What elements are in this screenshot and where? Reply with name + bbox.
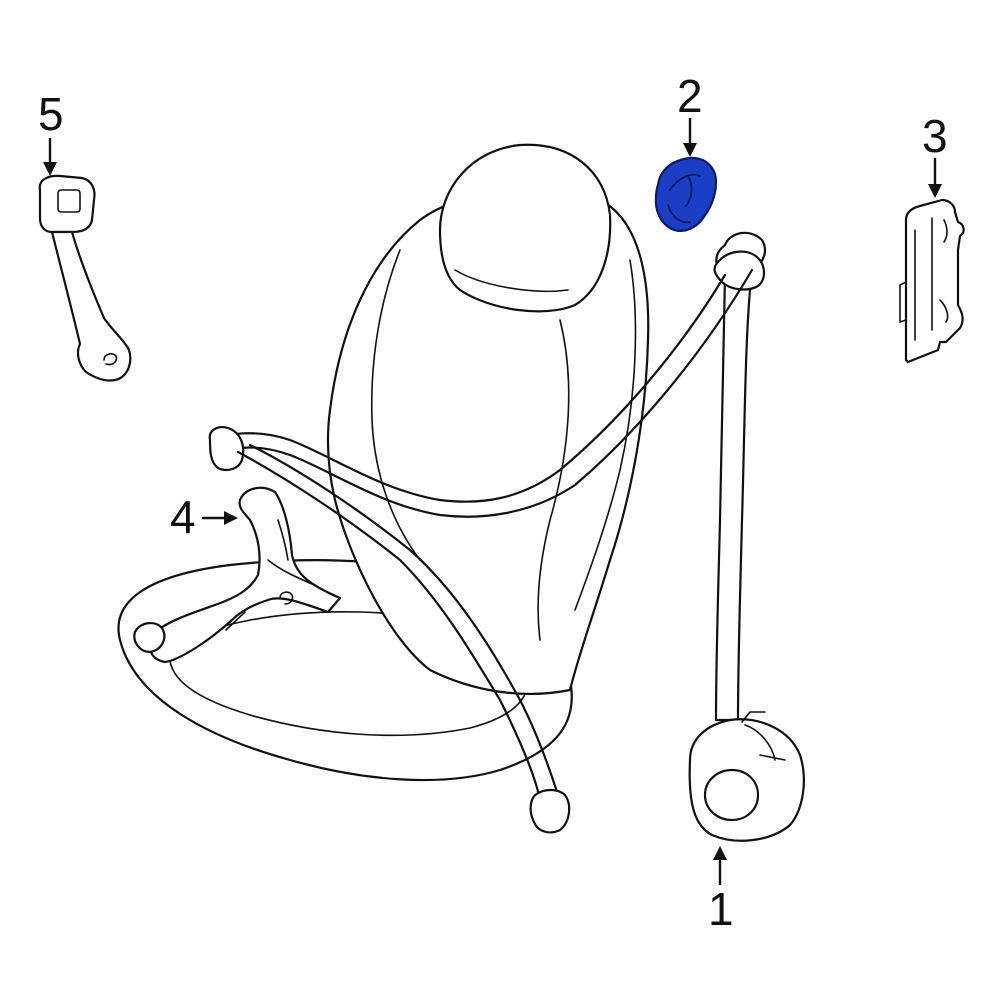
callout-arrowhead-5 (43, 162, 57, 176)
buckle-detail (225, 519, 313, 631)
part-3-adjuster (899, 198, 965, 364)
buckle-stalk (148, 486, 342, 664)
shoulder-belt-webbing (714, 231, 767, 722)
callout-label-1: 1 (708, 883, 734, 935)
stalk-mount-hole (103, 353, 118, 366)
part-2-cover[interactable] (654, 156, 718, 232)
headrest-inner (454, 269, 569, 293)
part-2-cover-contour (667, 173, 701, 224)
adjuster-slot (914, 217, 949, 341)
lower-belt-right-edge (248, 443, 560, 797)
part-2-highlighted[interactable] (654, 156, 718, 232)
part-4-buckle (133, 486, 342, 664)
callout-arrows (43, 118, 942, 885)
seat-back-center (537, 319, 570, 641)
headrest (438, 143, 612, 313)
floor-anchor (529, 788, 571, 834)
lap-belt-upper-edge (213, 273, 727, 503)
callout-arrowhead-2 (683, 143, 697, 157)
retractor-detail (741, 711, 786, 761)
belt-guide-loop (713, 250, 766, 291)
buckle-mount-hole (279, 591, 294, 605)
buckle-tongue (133, 622, 166, 654)
lap-belt-lower-edge (226, 268, 754, 518)
adjuster-bracket (904, 198, 965, 364)
lap-belt-anchor (208, 426, 245, 471)
lap-belt (208, 268, 754, 834)
part-5-buckle-stalk (38, 174, 132, 382)
stalk-strap (50, 230, 132, 382)
callout-arrowhead-4 (224, 511, 238, 525)
adjuster-tab (899, 281, 907, 323)
callout-labels: 1 2 3 4 5 (38, 70, 948, 935)
retractor-spool (703, 768, 760, 822)
stalk-head (38, 174, 96, 234)
callout-label-4: 4 (170, 491, 196, 543)
callout-arrowhead-3 (928, 184, 942, 198)
seat-back-bolster (370, 249, 421, 561)
part-1-retractor-belt (688, 231, 805, 842)
callout-arrowhead-1 (713, 846, 727, 860)
callout-label-3: 3 (922, 110, 948, 162)
stalk-slot (57, 189, 81, 213)
lower-belt-left-edge (236, 450, 542, 802)
callout-label-2: 2 (677, 70, 703, 122)
seat-back-bolster-right (574, 259, 637, 611)
callout-label-5: 5 (38, 88, 64, 140)
